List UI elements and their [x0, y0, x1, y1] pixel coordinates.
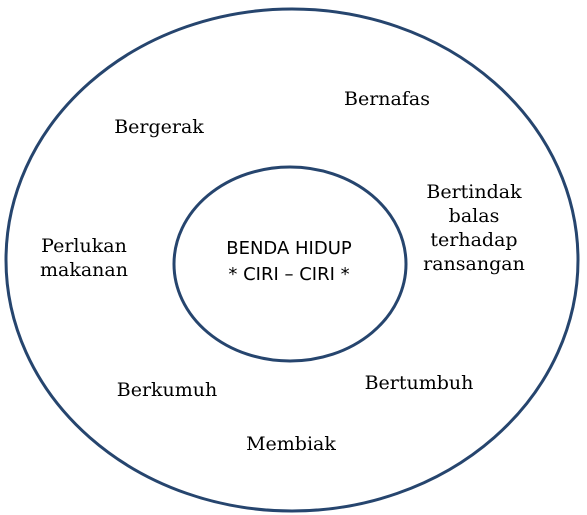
label-perlukan-line1: Perlukan	[41, 235, 127, 257]
label-bertindak-line3: terhadap	[430, 229, 517, 251]
label-membiak: Membiak	[246, 433, 336, 455]
outer-circle	[4, 7, 580, 513]
label-perlukan-line2: makanan	[40, 259, 128, 281]
label-bernafas: Bernafas	[344, 88, 430, 110]
label-bertindak-line4: ransangan	[423, 253, 525, 275]
inner-circle	[172, 165, 408, 363]
label-berkumuh: Berkumuh	[117, 379, 218, 401]
label-bertumbuh: Bertumbuh	[365, 372, 474, 394]
label-bergerak: Bergerak	[114, 116, 204, 138]
center-subtitle: * CIRI – CIRI *	[228, 264, 349, 285]
label-bertindak-line2: balas	[449, 205, 500, 227]
center-title: BENDA HIDUP	[226, 238, 352, 259]
label-bertindak-line1: Bertindak	[426, 181, 522, 203]
